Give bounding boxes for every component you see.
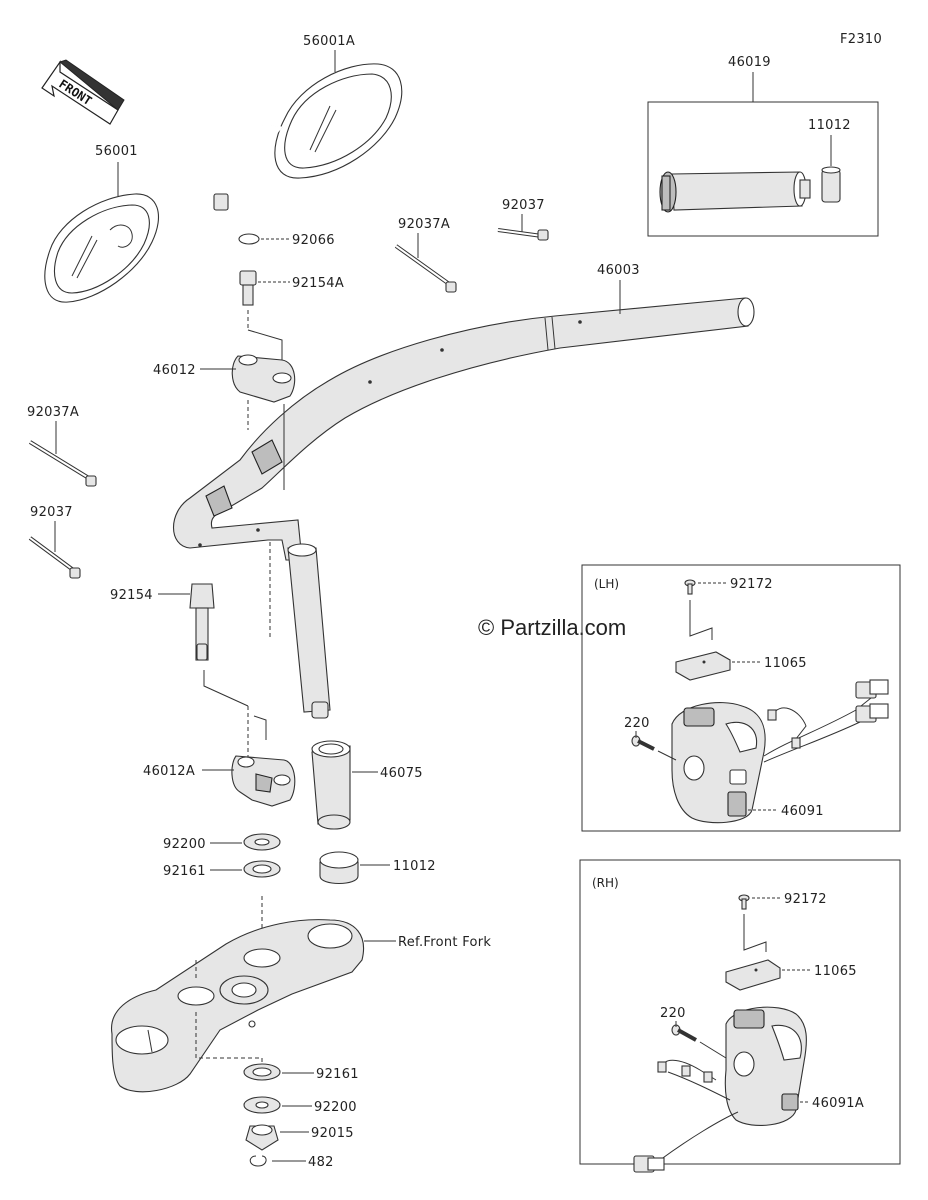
lh-side-label: (LH) bbox=[594, 577, 619, 591]
label-92037A-top: 92037A bbox=[398, 217, 450, 232]
label-46012A: 46012A bbox=[143, 764, 195, 779]
rh-switch-box bbox=[579, 859, 901, 1165]
label-46091: 46091 bbox=[781, 804, 824, 819]
nut-92015 bbox=[245, 1124, 279, 1151]
watermark: © Partzilla.com bbox=[478, 615, 626, 640]
label-56001: 56001 bbox=[95, 144, 138, 159]
screw-220-rh bbox=[671, 1024, 697, 1042]
riser-clamp-46012 bbox=[231, 354, 296, 403]
label-11012-lower: 11012 bbox=[393, 859, 436, 874]
grip-kit-box bbox=[647, 101, 879, 237]
figure-code: F2310 bbox=[840, 32, 882, 47]
washer-92200-bottom bbox=[243, 1096, 281, 1114]
label-46075: 46075 bbox=[380, 766, 423, 781]
grip-46019 bbox=[659, 171, 811, 213]
upper-triple-clamp bbox=[111, 919, 364, 1093]
washer-92161-top bbox=[243, 860, 281, 878]
label-46012: 46012 bbox=[153, 363, 196, 378]
label-92161-top: 92161 bbox=[163, 864, 206, 879]
label-92154A: 92154A bbox=[292, 276, 344, 291]
label-92172-rh: 92172 bbox=[784, 892, 827, 907]
lh-switch-box bbox=[581, 564, 901, 832]
mirror-56001 bbox=[44, 193, 160, 303]
rh-side-label: (RH) bbox=[592, 876, 619, 890]
washer-92161-bottom bbox=[243, 1063, 281, 1081]
grip-46075 bbox=[311, 740, 351, 830]
riser-46012A bbox=[231, 755, 296, 807]
washer-92200-top bbox=[243, 833, 281, 851]
label-56001A: 56001A bbox=[303, 34, 355, 49]
label-46091A: 46091A bbox=[812, 1096, 864, 1111]
cover-11065-lh bbox=[675, 651, 731, 681]
handlebar-46003 bbox=[172, 297, 755, 719]
label-92200-top: 92200 bbox=[163, 837, 206, 852]
label-220-lh: 220 bbox=[624, 716, 650, 731]
grip-end-cap-11012 bbox=[821, 166, 841, 203]
label-92066: 92066 bbox=[292, 233, 335, 248]
switch-housing-46091A bbox=[633, 1006, 807, 1173]
screw-92172-rh bbox=[738, 894, 750, 910]
circlip-482 bbox=[249, 1155, 267, 1167]
switch-housing-46091 bbox=[671, 679, 889, 824]
front-arrow-icon: FRONT bbox=[41, 59, 125, 125]
bolt-92154 bbox=[189, 583, 215, 661]
screw-220-lh bbox=[631, 735, 655, 751]
label-92161-bottom: 92161 bbox=[316, 1067, 359, 1082]
screw-92172-lh bbox=[684, 579, 696, 595]
label-46003: 46003 bbox=[597, 263, 640, 278]
label-92015: 92015 bbox=[311, 1126, 354, 1141]
label-92037-top: 92037 bbox=[502, 198, 545, 213]
label-46019: 46019 bbox=[728, 55, 771, 70]
cable-tie-92037-left bbox=[28, 536, 81, 579]
cable-tie-92037A-left bbox=[28, 440, 97, 487]
cable-tie-92037A-top bbox=[394, 244, 457, 293]
label-11065-rh: 11065 bbox=[814, 964, 857, 979]
label-220-rh: 220 bbox=[660, 1006, 686, 1021]
label-482: 482 bbox=[308, 1155, 334, 1170]
bolt-92154A bbox=[239, 270, 257, 306]
label-92200-bottom: 92200 bbox=[314, 1100, 357, 1115]
label-92037A-left: 92037A bbox=[27, 405, 79, 420]
cap-92066 bbox=[238, 233, 260, 245]
cover-11065-rh bbox=[725, 959, 781, 991]
label-11012-box: 11012 bbox=[808, 118, 851, 133]
label-92172-lh: 92172 bbox=[730, 577, 773, 592]
grip-end-cap-11012-lower bbox=[319, 851, 359, 885]
cable-tie-92037-top bbox=[497, 228, 549, 241]
label-11065-lh: 11065 bbox=[764, 656, 807, 671]
label-92154: 92154 bbox=[110, 588, 153, 603]
mirror-56001A bbox=[213, 63, 403, 211]
label-92037-left: 92037 bbox=[30, 505, 73, 520]
label-ref-front-fork: Ref.Front Fork bbox=[398, 935, 491, 950]
